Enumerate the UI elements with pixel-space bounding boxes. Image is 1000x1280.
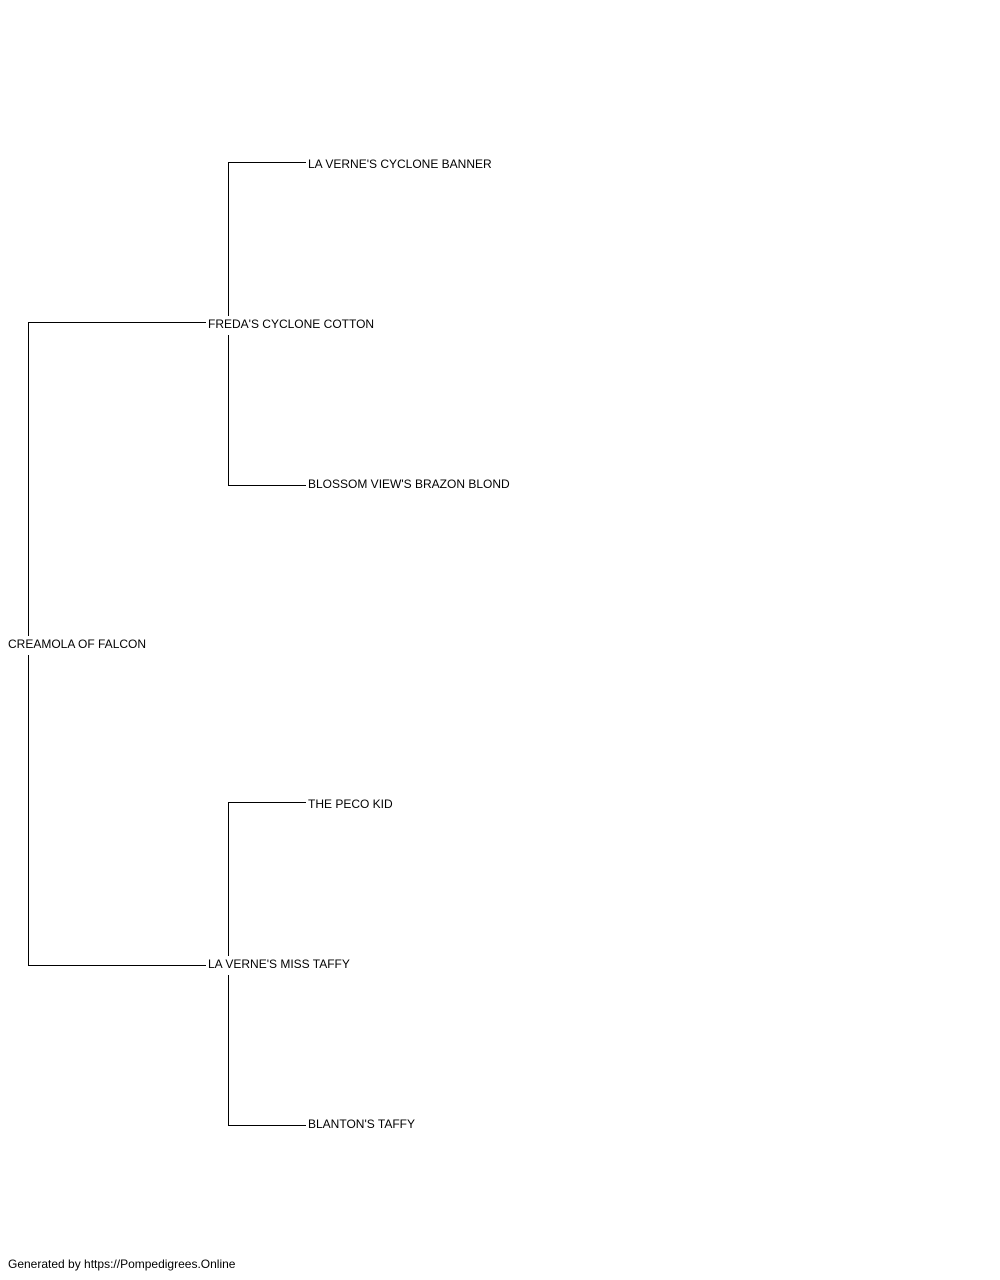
subject-name: CREAMOLA OF FALCON xyxy=(8,637,147,651)
dam-sire-name: THE PECO KID xyxy=(308,797,393,811)
generated-by-footer: Generated by https://Pompedigrees.Online xyxy=(8,1257,236,1271)
sire-name: FREDA'S CYCLONE COTTON xyxy=(208,317,375,331)
connector-dam-sire xyxy=(228,802,306,956)
connector-subject-sire xyxy=(28,322,206,636)
connector-sire-sire-dam xyxy=(228,335,306,486)
sire-dam-name: BLOSSOM VIEW'S BRAZON BLOND xyxy=(308,477,510,491)
connector-sire-sire-sire xyxy=(228,162,306,316)
connector-subject-dam xyxy=(28,655,206,966)
dam-dam-name: BLANTON'S TAFFY xyxy=(308,1117,415,1131)
connector-dam-dam xyxy=(228,975,306,1126)
sire-sire-name: LA VERNE'S CYCLONE BANNER xyxy=(308,157,492,171)
dam-name: LA VERNE'S MISS TAFFY xyxy=(208,957,350,971)
